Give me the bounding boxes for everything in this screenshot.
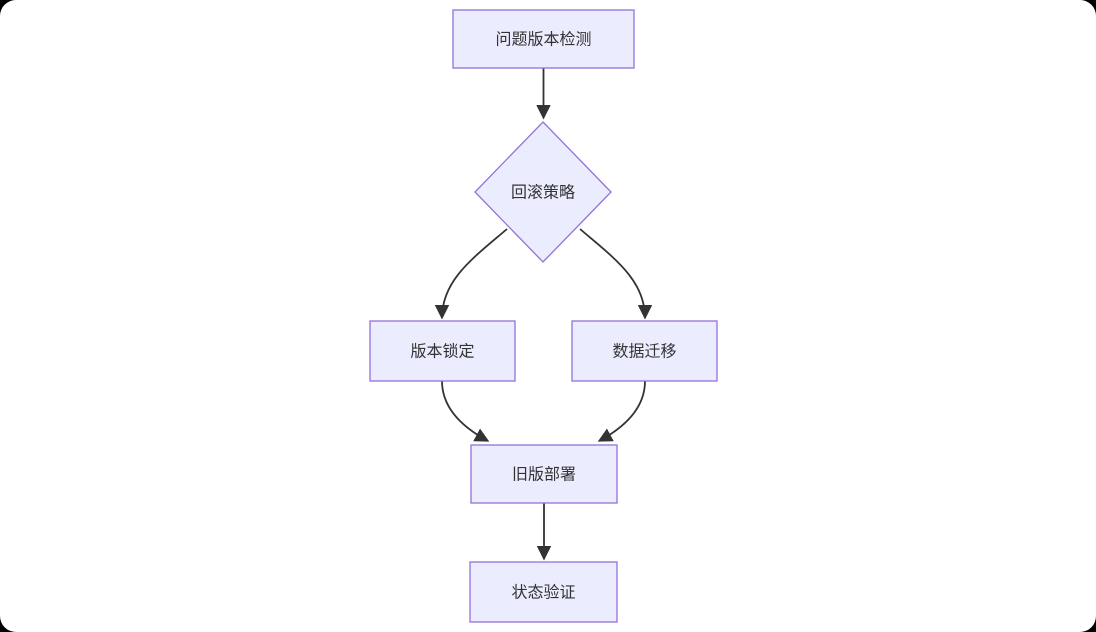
edge-rollback-strategy-to-data-migration	[579, 228, 653, 320]
node-status-verify: 状态验证	[469, 561, 618, 623]
edge-rollback-strategy-to-version-lock	[434, 228, 508, 320]
node-rect	[470, 444, 618, 504]
node-rect	[469, 561, 618, 623]
node-version-lock: 版本锁定	[369, 320, 516, 382]
node-label: 版本锁定	[410, 343, 474, 361]
node-label: 状态验证	[511, 584, 575, 602]
edge-layer	[434, 68, 653, 561]
node-label: 回滚策略	[511, 184, 575, 202]
node-label: 旧版部署	[512, 466, 576, 484]
node-rollback-strategy-decision: 回滚策略	[474, 121, 612, 263]
node-rect	[369, 320, 516, 382]
node-rect	[452, 9, 635, 69]
node-diamond	[474, 121, 612, 263]
node-data-migration: 数据迁移	[571, 320, 718, 382]
node-label: 数据迁移	[612, 343, 676, 361]
node-rect	[571, 320, 718, 382]
node-old-version-deploy: 旧版部署	[470, 444, 618, 504]
node-problem-version-detection: 问题版本检测	[452, 9, 635, 69]
node-label: 问题版本检测	[495, 31, 591, 49]
edge-version-lock-to-old-version-deploy	[441, 380, 490, 442]
edge-data-migration-to-old-version-deploy	[597, 380, 646, 442]
